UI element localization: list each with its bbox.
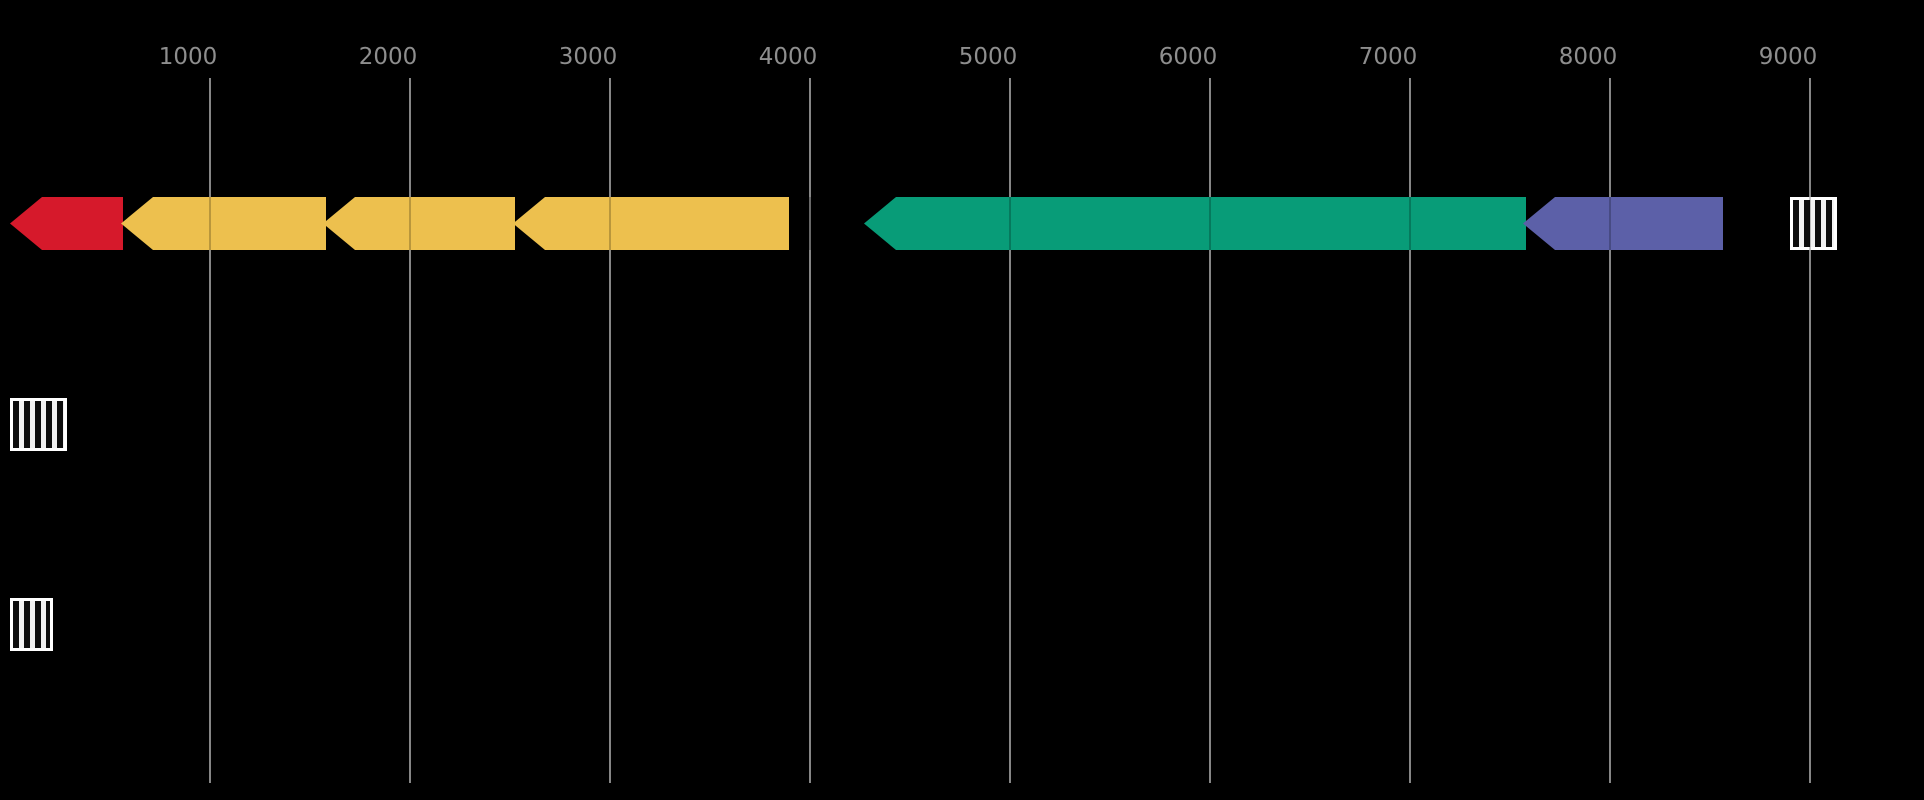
hatched-box-bottom — [10, 598, 53, 651]
gridline-5000 — [1009, 78, 1011, 783]
hatched-box-right — [1790, 197, 1837, 250]
gridline-2000 — [409, 78, 411, 783]
gridline-overlay-6000 — [1209, 197, 1211, 250]
gridline-9000 — [1809, 78, 1811, 783]
x-tick-label-8000: 8000 — [1558, 44, 1618, 70]
x-tick-label-9000: 9000 — [1758, 44, 1818, 70]
x-tick-label-4000: 4000 — [758, 44, 818, 70]
x-tick-label-1000: 1000 — [158, 44, 218, 70]
cds-yellow-2 — [323, 197, 515, 250]
x-tick-label-3000: 3000 — [558, 44, 618, 70]
hatched-box-middle — [10, 398, 67, 451]
x-tick-label-5000: 5000 — [958, 44, 1018, 70]
gridline-overlay-1000 — [209, 197, 211, 250]
gridline-7000 — [1409, 78, 1411, 783]
x-tick-label-7000: 7000 — [1358, 44, 1418, 70]
gridline-overlay-3000 — [609, 197, 611, 250]
x-tick-label-2000: 2000 — [358, 44, 418, 70]
x-tick-label-6000: 6000 — [1158, 44, 1218, 70]
cds-purple — [1523, 197, 1723, 250]
gridline-overlay-7000 — [1409, 197, 1411, 250]
gridline-4000 — [809, 78, 811, 783]
cds-yellow-1 — [121, 197, 326, 250]
gridline-overlay-5000 — [1009, 197, 1011, 250]
cds-yellow-3 — [513, 197, 789, 250]
gridline-1000 — [209, 78, 211, 783]
gridline-3000 — [609, 78, 611, 783]
gridline-6000 — [1209, 78, 1211, 783]
gridline-overlay-2000 — [409, 197, 411, 250]
cds-green — [864, 197, 1526, 250]
gridline-overlay-9000 — [1809, 197, 1811, 250]
gridline-overlay-8000 — [1609, 197, 1611, 250]
gridline-overlay-4000 — [809, 197, 811, 250]
gridline-8000 — [1609, 78, 1611, 783]
